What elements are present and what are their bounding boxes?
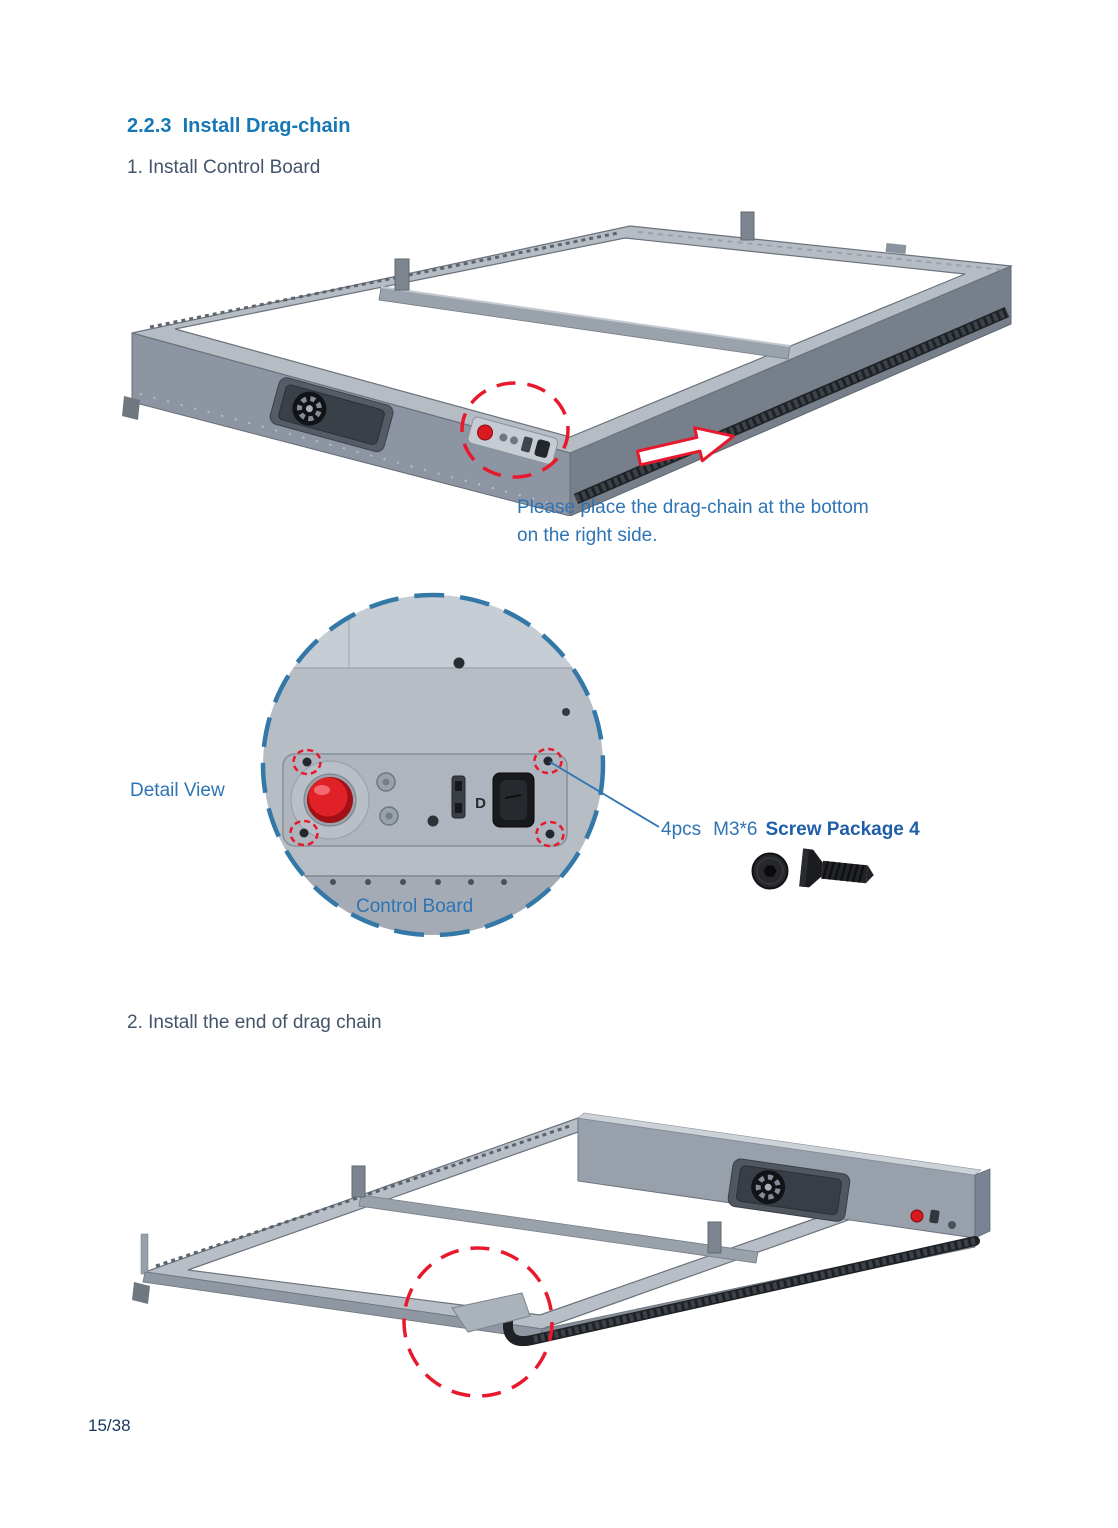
page-number: 15/38	[88, 1416, 131, 1435]
screw-package: Screw Package 4	[765, 819, 920, 840]
panel-connector	[948, 1221, 956, 1229]
crossbar	[378, 286, 791, 360]
exhaust-fan-icon	[269, 377, 394, 453]
screw-top-view-icon	[751, 852, 789, 890]
frame-top-rim	[131, 225, 1014, 454]
placement-note: Please place the drag-chain at the botto…	[517, 494, 869, 550]
panel-hole	[453, 657, 465, 669]
round-connector	[376, 772, 396, 792]
frame-overview-illustration	[122, 211, 1014, 516]
corner-foot	[132, 1282, 150, 1304]
board-screw	[427, 815, 439, 827]
back-rail-detail	[637, 231, 1005, 271]
section-title: 2.2.3 Install Drag-chain	[127, 115, 351, 137]
switch-d-label: D	[475, 795, 486, 812]
screw-highlight	[292, 748, 322, 776]
mounting-bracket	[740, 211, 755, 241]
control-board-highlight-circle	[460, 381, 570, 479]
screw-note: 4pcs M3*6 Screw Package 4	[661, 819, 920, 841]
chain-end-highlight-circle	[402, 1246, 554, 1398]
emergency-stop-icon	[477, 424, 494, 441]
control-board-label: Control Board	[356, 896, 474, 917]
emergency-stop-button	[303, 773, 357, 827]
mounting-bracket	[707, 1221, 722, 1254]
step-1-label: 1. Install Control Board	[127, 157, 321, 178]
step-2-label: 2. Install the end of drag chain	[127, 1012, 382, 1033]
mounting-bracket	[351, 1165, 366, 1198]
round-connector	[379, 806, 399, 826]
screw-highlight	[535, 820, 565, 848]
panel-screw	[562, 708, 570, 716]
power-connector	[451, 775, 466, 819]
mounting-bracket	[394, 258, 410, 291]
frame-dragchain-illustration	[132, 1112, 991, 1398]
drag-chain	[451, 1236, 980, 1347]
chain-end-bracket	[451, 1292, 531, 1333]
crossbar-highlight	[380, 286, 791, 347]
detail-view-circle	[260, 592, 606, 938]
emergency-stop-icon	[910, 1209, 924, 1223]
screw-qty: 4pcs	[661, 819, 702, 840]
detail-view-illustration: D	[260, 592, 660, 938]
drag-chain	[573, 306, 1010, 505]
crossbar	[358, 1194, 759, 1264]
frame-right-cap	[974, 1168, 991, 1239]
corner-post	[140, 1233, 149, 1275]
detail-view-label: Detail View	[130, 780, 225, 801]
note-line-2: on the right side.	[517, 525, 658, 546]
exhaust-fan-icon	[727, 1158, 851, 1222]
screw-size: M3*6	[713, 819, 758, 840]
rocker-switch	[492, 772, 535, 828]
control-board-strip	[467, 416, 559, 465]
rail-plate	[885, 242, 907, 255]
note-line-1: Please place the drag-chain at the botto…	[517, 497, 869, 518]
front-face-screw-row	[139, 393, 565, 508]
screw-side-view-icon	[799, 848, 874, 888]
panel-top-edge	[577, 1112, 982, 1176]
screw-highlight	[289, 819, 319, 847]
direction-arrow-icon	[635, 426, 736, 467]
leader-line	[549, 761, 660, 828]
corner-foot	[122, 396, 140, 420]
screw-highlight	[533, 747, 563, 775]
panel-connector	[929, 1209, 940, 1224]
screw-icons	[751, 848, 874, 890]
